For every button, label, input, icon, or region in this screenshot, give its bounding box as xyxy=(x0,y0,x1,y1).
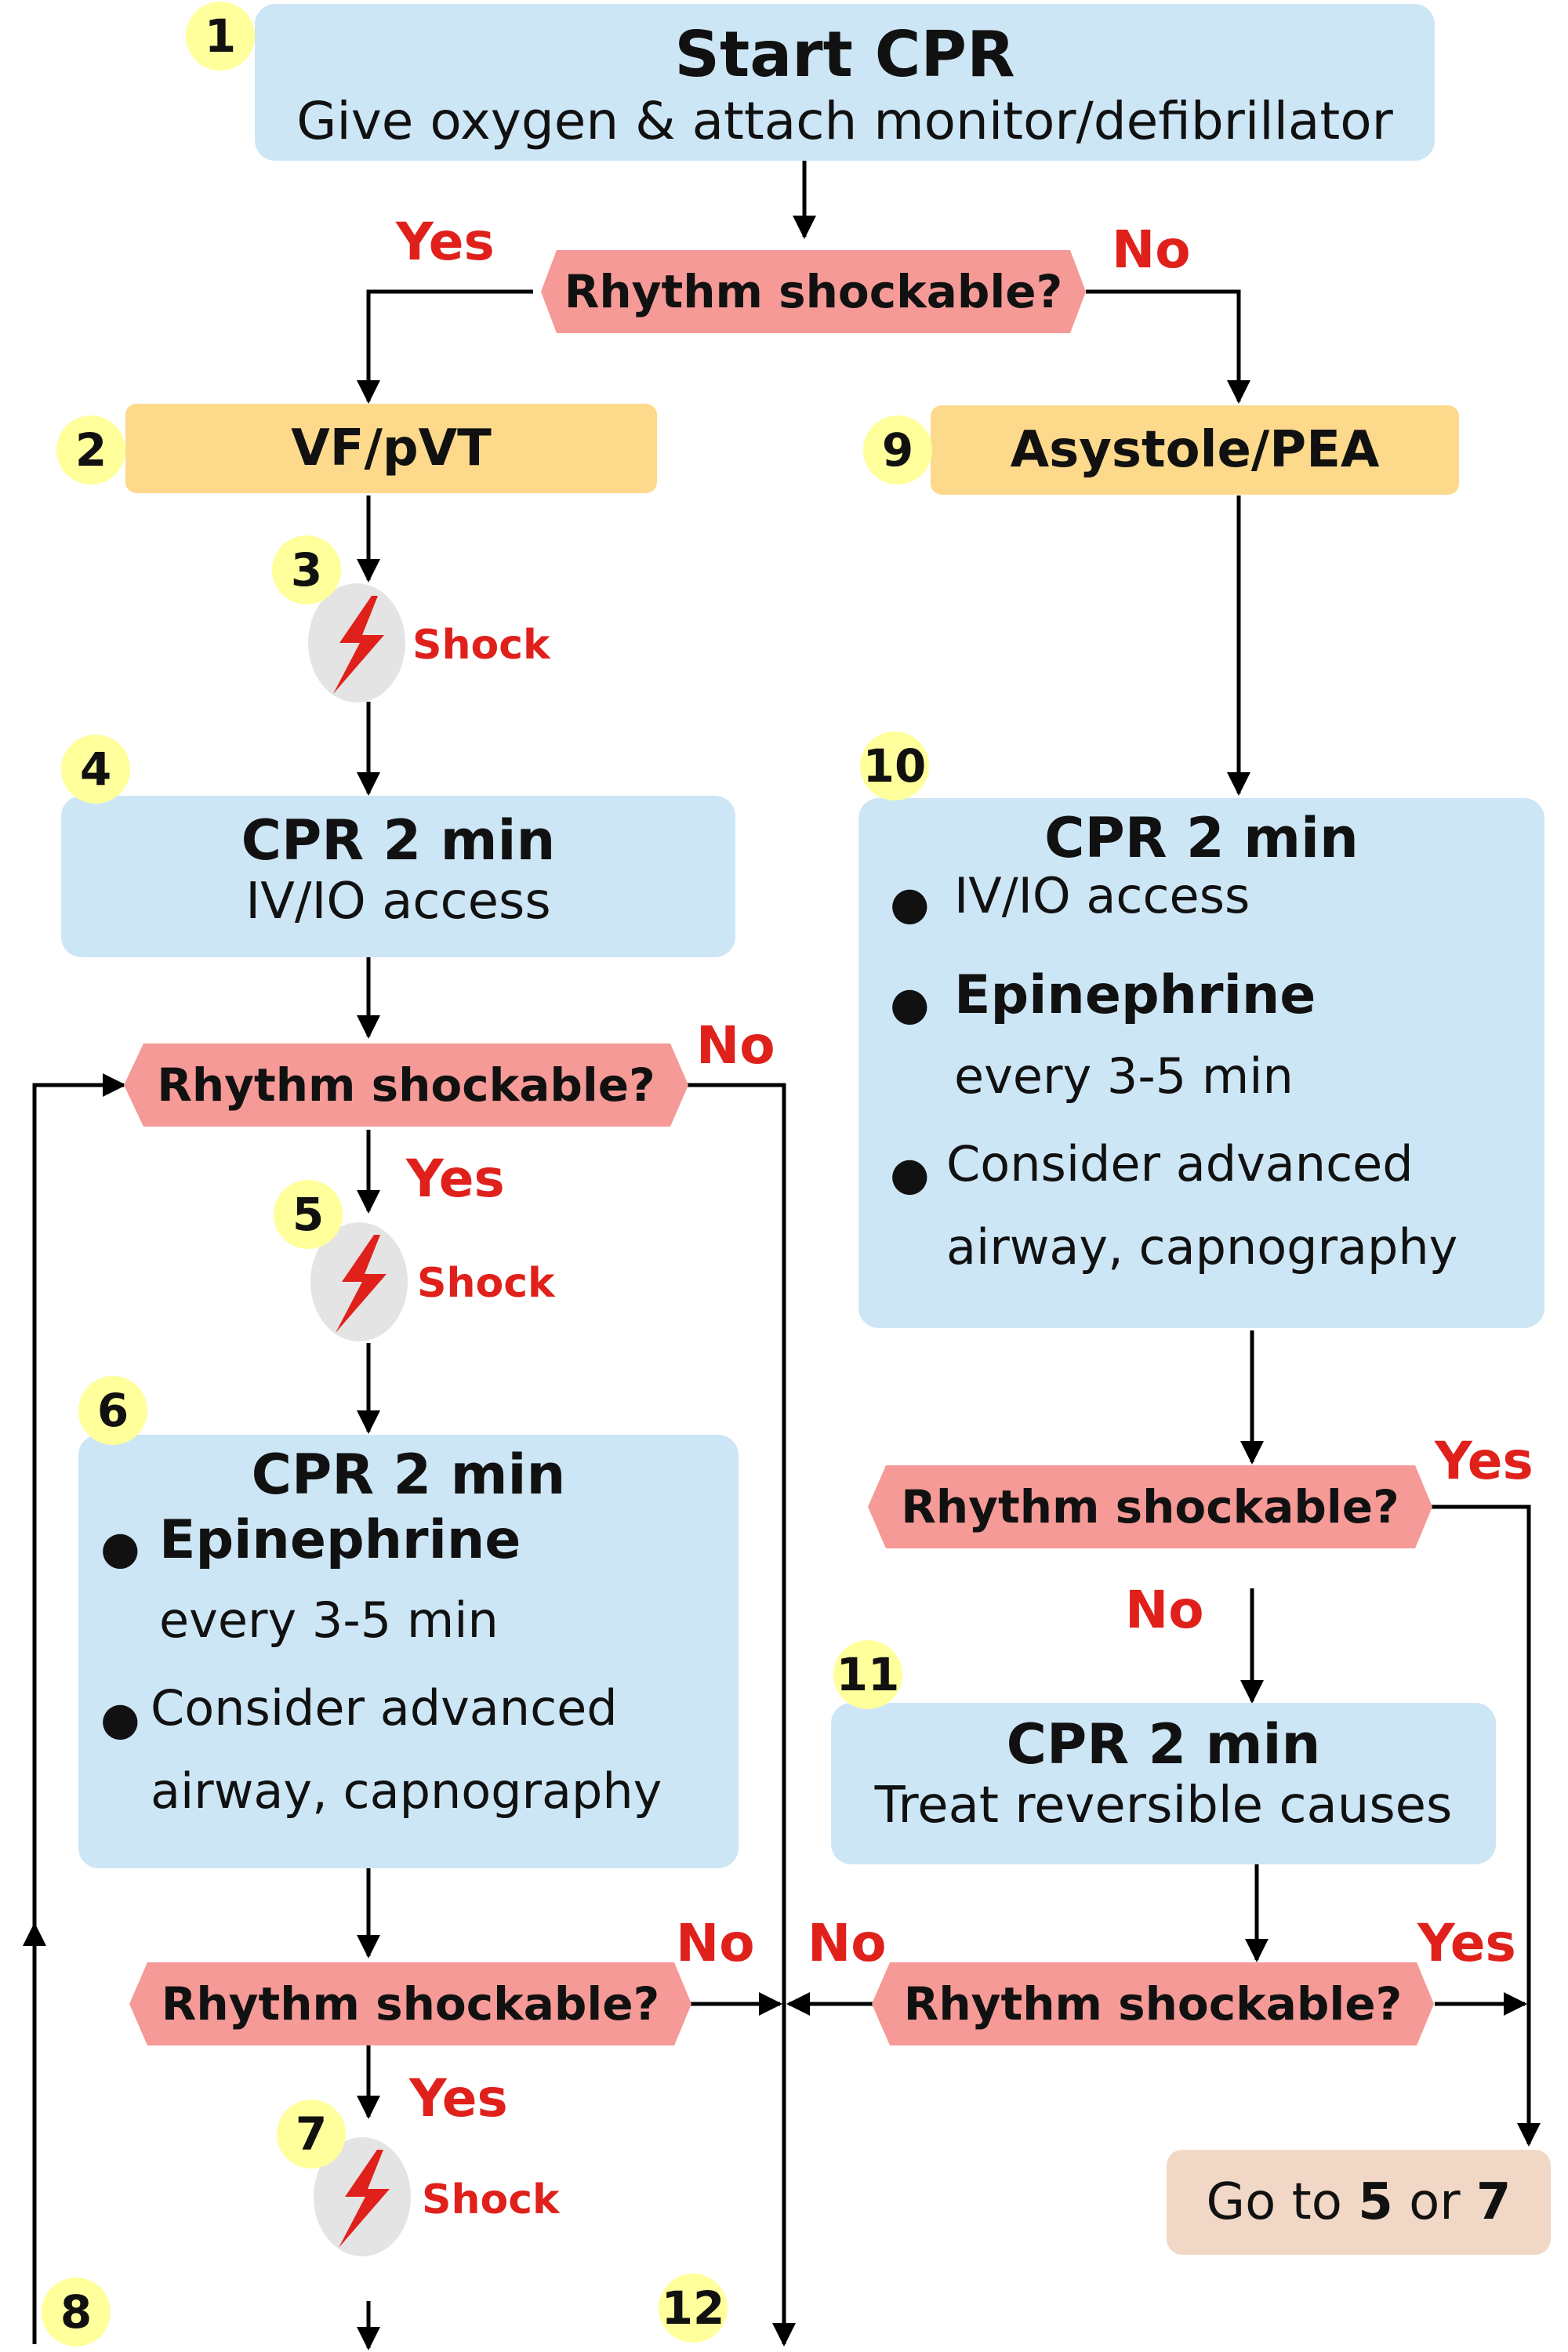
answer-no-3: No xyxy=(676,1913,755,1973)
treat-reversible-causes: Treat reversible causes xyxy=(874,1777,1453,1835)
advanced-airway-10-line2: airway, capnography xyxy=(946,1218,1458,1276)
epinephrine-frequency-6: every 3-5 min xyxy=(159,1592,499,1649)
decision-rhythm-shockable-1: Rhythm shockable? xyxy=(564,265,1063,318)
start-cpr-title: Start CPR xyxy=(674,18,1015,91)
cpr-2min-title-10: CPR 2 min xyxy=(1044,806,1359,870)
decision-rhythm-shockable-3: Rhythm shockable? xyxy=(161,1977,660,2031)
go-to-step-box: Go to 5 or 7 xyxy=(1167,2150,1551,2255)
step-number-4: 4 xyxy=(61,735,130,804)
go-to-step-5: 5 xyxy=(1358,2173,1393,2231)
cpr-2min-title-11: CPR 2 min xyxy=(1006,1712,1321,1777)
decision-rhythm-shockable-11: Rhythm shockable? xyxy=(903,1977,1403,2031)
step-number-6: 6 xyxy=(78,1376,147,1445)
shock-label-3: Shock xyxy=(412,622,550,669)
advanced-airway-6-line2: airway, capnography xyxy=(151,1762,662,1820)
cpr-reversible-causes-box: CPR 2 min Treat reversible causes xyxy=(831,1703,1496,1864)
bullet-6a: ● xyxy=(100,1521,140,1574)
lightning-bolts xyxy=(333,596,390,2248)
iv-io-access-10: IV/IO access xyxy=(954,867,1250,924)
step-number-10: 10 xyxy=(860,731,929,800)
step-number-2: 2 xyxy=(56,416,125,485)
shock-label-7: Shock xyxy=(422,2176,560,2223)
bullet-6b: ● xyxy=(100,1692,140,1745)
cpr-epinephrine-box-10: CPR 2 min ● IV/IO access ● Epinephrine e… xyxy=(858,798,1544,1328)
decision-rhythm-shockable-10: Rhythm shockable? xyxy=(901,1480,1399,1534)
epinephrine-6: Epinephrine xyxy=(159,1509,521,1571)
cpr-2min-title-4: CPR 2 min xyxy=(241,808,556,873)
cpr-iv-io-box: CPR 2 min IV/IO access xyxy=(61,796,735,957)
step-number-1: 1 xyxy=(186,2,255,71)
go-to-prefix: Go to xyxy=(1206,2173,1359,2231)
start-cpr-subtitle: Give oxygen & attach monitor/defibrillat… xyxy=(296,91,1393,151)
answer-no-2: No xyxy=(696,1015,775,1076)
step-number-11: 11 xyxy=(833,1640,902,1709)
step-number-7: 7 xyxy=(277,2100,346,2169)
answer-yes-1: Yes xyxy=(396,212,495,272)
step-number-3: 3 xyxy=(272,535,341,604)
answer-yes-10: Yes xyxy=(1435,1431,1534,1491)
cpr-epinephrine-box-6: CPR 2 min ● Epinephrine every 3-5 min ● … xyxy=(78,1435,739,1868)
answer-yes-11: Yes xyxy=(1417,1913,1516,1973)
advanced-airway-6-line1: Consider advanced xyxy=(151,1679,618,1737)
epinephrine-frequency-10: every 3-5 min xyxy=(954,1047,1294,1105)
advanced-airway-10-line1: Consider advanced xyxy=(946,1135,1414,1192)
answer-no-11: No xyxy=(808,1913,887,1973)
answer-yes-2: Yes xyxy=(406,1149,505,1209)
go-to-or: or xyxy=(1392,2173,1476,2231)
answer-no-1: No xyxy=(1112,220,1191,280)
step-number-12: 12 xyxy=(659,2274,728,2343)
go-to-step-7: 7 xyxy=(1475,2173,1512,2231)
iv-io-access-4: IV/IO access xyxy=(245,873,551,931)
bullet-10a: ● xyxy=(890,877,930,930)
decision-shapes xyxy=(124,250,1434,2045)
shock-label-5: Shock xyxy=(417,1260,555,1307)
bullet-10b: ● xyxy=(890,977,930,1030)
start-cpr-box: Start CPR Give oxygen & attach monitor/d… xyxy=(255,4,1435,161)
step-number-5: 5 xyxy=(274,1180,343,1249)
answer-no-10: No xyxy=(1125,1580,1204,1640)
answer-yes-3: Yes xyxy=(409,2068,508,2129)
decision-rhythm-shockable-2: Rhythm shockable? xyxy=(157,1058,655,1112)
step-number-8: 8 xyxy=(42,2278,111,2347)
bullet-10c: ● xyxy=(890,1147,930,1200)
step-number-9: 9 xyxy=(863,416,932,485)
cpr-2min-title-6: CPR 2 min xyxy=(251,1443,566,1507)
epinephrine-10: Epinephrine xyxy=(954,964,1316,1026)
asystole-pea-box: Asystole/PEA xyxy=(931,405,1459,495)
vf-pvt-box: VF/pVT xyxy=(125,404,657,493)
